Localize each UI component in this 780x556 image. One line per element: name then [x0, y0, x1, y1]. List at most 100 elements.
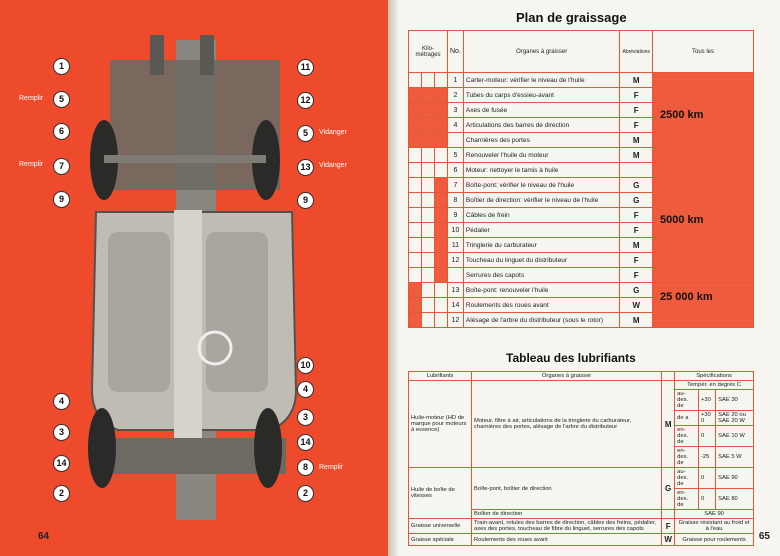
plan-row-no: [447, 267, 464, 283]
boite-spec-c: SAE 80: [715, 488, 754, 510]
callout-5-left: 5: [53, 91, 70, 108]
callout-4-left: 4: [53, 393, 70, 410]
lubrication-plan-table: Kilo-métrages No. Organes à graisser Abr…: [408, 30, 754, 328]
plan-row-no: 10: [447, 222, 464, 238]
callout-2-right: 2: [297, 485, 314, 502]
spec-b: +30: [697, 389, 717, 411]
plan-row-ab: F: [619, 117, 653, 133]
label-remplir-mid: Remplir: [19, 161, 44, 168]
label-remplir-bottom: Remplir: [319, 464, 344, 471]
lub-boite-name: Huile de boîte de vitesses: [408, 467, 472, 519]
page-number-left: 64: [38, 531, 50, 542]
callout-11: 11: [297, 59, 314, 76]
lub-graisse-org: Train-avant, rotules des barres de direc…: [470, 518, 663, 534]
plan-row-text: Boîtier de direction: vérifier le niveau…: [462, 192, 621, 208]
spec-c: SAE 5 W: [715, 446, 754, 468]
boite-spec-a: en-des. de: [674, 488, 699, 510]
book-gutter: [388, 0, 398, 556]
callout-8: 8: [297, 459, 314, 476]
kilometrages-header: Kilo-métrages: [408, 30, 448, 73]
plan-row-ab: F: [619, 252, 653, 268]
plan-row-no: 5: [447, 147, 464, 163]
lub-boitier-spec: SAE 90: [674, 509, 754, 519]
plan-row-text: Carter-moteur: vérifier le niveau de l'h…: [462, 72, 621, 88]
plan-row-text: Boîte-pont: renouveler l'huile: [462, 282, 621, 298]
plan-title: Plan de graissage: [516, 10, 627, 25]
lub-boite-org: Boîte-pont, boîtier de direction: [470, 467, 663, 510]
lub-header-specs: Spécifications: [674, 371, 754, 381]
plan-row-text: Tringlerie du carburateur: [462, 237, 621, 253]
lub-moteur-ab: M: [661, 380, 676, 468]
tous-les-header: Tous les: [652, 30, 754, 73]
plan-row-ab: M: [619, 72, 653, 88]
callout-13: 13: [297, 159, 314, 176]
plan-row-text: Alésage de l'arbre du distributeur (sous…: [462, 312, 621, 328]
spec-b: +30 0: [697, 410, 717, 426]
plan-row-ab: G: [619, 177, 653, 193]
plan-row-ab: M: [619, 132, 653, 148]
interval-5000: 5000 km: [660, 214, 704, 226]
plan-row-no: 2: [447, 87, 464, 103]
plan-row-text: Axes de fusée: [462, 102, 621, 118]
callout-9-right: 9: [297, 192, 314, 209]
plan-row-text: Articulations des barres de direction: [462, 117, 621, 133]
plan-row-ab: F: [619, 87, 653, 103]
spec-c: SAE 30: [715, 389, 754, 411]
plan-row-no: 3: [447, 102, 464, 118]
plan-row-no: 9: [447, 207, 464, 223]
plan-row-no: 6: [447, 162, 464, 178]
plan-row-ab: G: [619, 282, 653, 298]
abreviations-header: Abréviations: [619, 30, 653, 73]
plan-row-text: Charnières des portes: [462, 132, 621, 148]
plan-row-no: 12: [447, 312, 464, 328]
lubricants-table: Lubrifiants Organes à graisser Spécifica…: [408, 371, 754, 546]
plan-row-text: Pédalier: [462, 222, 621, 238]
lub-boitier-org: Boîtier de direction: [470, 509, 663, 519]
boite-spec-b: 0: [697, 488, 717, 510]
boite-spec-c: SAE 90: [715, 467, 754, 489]
lub-speciale-org: Roulements des roues avant: [470, 533, 663, 546]
organes-header: Organes à graisser: [462, 30, 621, 73]
callout-6: 6: [53, 123, 70, 140]
page-number-right: 65: [758, 531, 770, 542]
boite-spec-a: au-des. de: [674, 467, 699, 489]
lub-speciale-spec: Graisse pour roulements: [674, 533, 754, 546]
boite-spec-b: 0: [697, 467, 717, 489]
plan-row-ab: M: [619, 237, 653, 253]
plan-row-ab: F: [619, 267, 653, 283]
lub-graisse-spec: Graisse résistant au froid et à l'eau: [674, 518, 754, 534]
label-vidanger-top: Vidanger: [319, 129, 347, 136]
lub-header-lubrifiants: Lubrifiants: [408, 371, 472, 381]
lub-graisse-ab: F: [661, 518, 676, 534]
callout-2-left: 2: [53, 485, 70, 502]
left-page: 1 5 6 7 9 4 3 14 2 11 12 5 13 9 10 4 3 1…: [0, 0, 388, 556]
plan-row-ab: M: [619, 312, 653, 328]
spec-c: SAE 20 ou SAE 20 W: [715, 410, 754, 426]
plan-row-text: Câbles de frein: [462, 207, 621, 223]
callout-3-right: 3: [297, 409, 314, 426]
plan-row-no: 7: [447, 177, 464, 193]
plan-row-no: 13: [447, 282, 464, 298]
plan-row-text: Renouveler l'huile du moteur: [462, 147, 621, 163]
lubricants-title: Tableau des lubrifiants: [506, 351, 636, 365]
lub-graisse-name: Graisse universelle: [408, 518, 472, 534]
callout-9-left: 9: [53, 191, 70, 208]
spec-a: de a: [674, 410, 699, 426]
label-vidanger-mid: Vidanger: [319, 162, 347, 169]
interval-2500: 2500 km: [660, 109, 704, 121]
lub-temp-header: Tempér. en degrés C: [674, 380, 754, 390]
spec-b: -25: [697, 446, 717, 468]
callout-10: 10: [297, 357, 314, 374]
label-remplir-top: Remplir: [19, 95, 44, 102]
callout-3-left: 3: [53, 424, 70, 441]
chassis-illustration: [88, 35, 298, 520]
spec-a: au-des. de: [674, 389, 699, 411]
plan-row-no: 11: [447, 237, 464, 253]
plan-row-text: Tubes du carps d'essieu-avant: [462, 87, 621, 103]
callout-14-right: 14: [297, 434, 314, 451]
callout-14-left: 14: [53, 455, 70, 472]
lub-header-organes: Organes à graisser: [470, 371, 663, 381]
callout-5-right: 5: [297, 125, 314, 142]
plan-row-ab: F: [619, 207, 653, 223]
spec-c: SAE 10 W: [715, 425, 754, 447]
